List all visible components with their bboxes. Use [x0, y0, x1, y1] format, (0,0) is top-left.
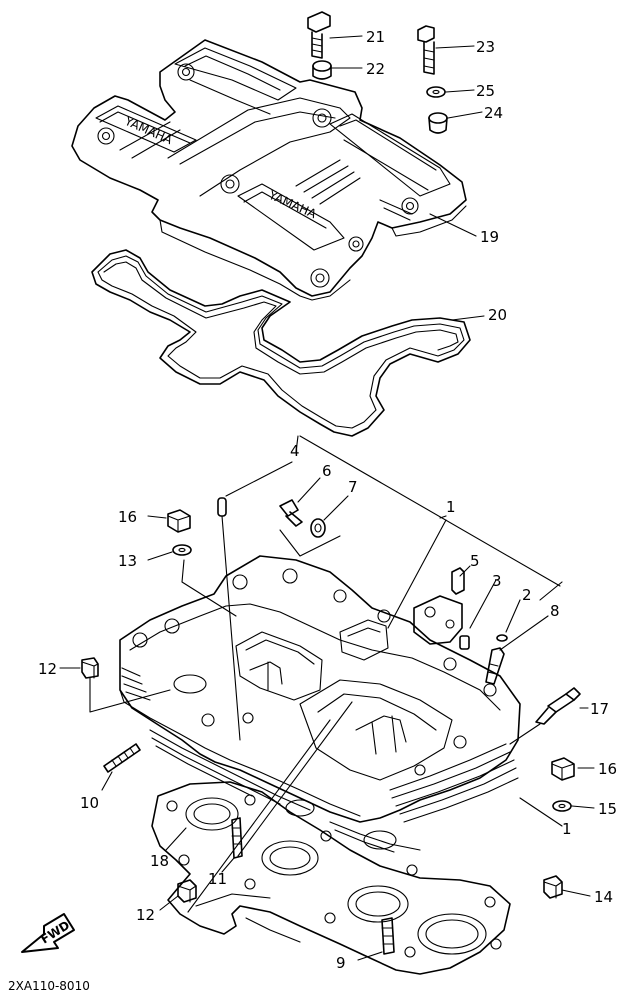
nut-12a [81, 657, 99, 679]
washer-13 [172, 544, 192, 556]
callouts: 21 22 23 25 24 19 20 4 6 7 1 16 13 5 3 2… [38, 28, 617, 972]
callout-7: 7 [348, 478, 358, 496]
cylinder-head-gasket [151, 781, 511, 975]
plug-3 [459, 635, 470, 650]
grommet-22 [312, 60, 332, 80]
cylinder-head [119, 555, 521, 853]
callout-6: 6 [322, 462, 332, 480]
nut-14 [543, 875, 563, 899]
callout-12b: 12 [136, 906, 155, 924]
callout-21: 21 [366, 28, 385, 46]
callout-17: 17 [590, 700, 609, 718]
callout-19: 19 [480, 228, 499, 246]
washer-25 [426, 86, 446, 98]
head-cover-gasket [91, 249, 471, 437]
collar-7 [310, 518, 326, 538]
cylinder-head-cover: YAMAHA YAMAHA [71, 39, 467, 301]
seal-2 [496, 634, 508, 642]
cap-nut-16b [551, 757, 575, 781]
callout-4: 4 [290, 442, 300, 460]
callout-11: 11 [208, 870, 227, 888]
washer-15 [552, 800, 572, 812]
bolt-23 [417, 25, 435, 75]
callout-8: 8 [550, 602, 560, 620]
callout-18: 18 [150, 852, 169, 870]
callout-5: 5 [470, 552, 480, 570]
screw-8 [485, 647, 505, 685]
callout-22: 22 [366, 60, 385, 78]
callout-15: 15 [598, 800, 617, 818]
dowel-pin-4 [217, 497, 227, 517]
spark-plug-17 [535, 687, 581, 725]
callout-2: 2 [522, 586, 532, 604]
callout-9: 9 [336, 954, 346, 972]
callout-16b: 16 [598, 760, 617, 778]
callout-10: 10 [80, 794, 99, 812]
callout-14: 14 [594, 888, 613, 906]
tensioner-5 [413, 567, 465, 645]
bolt-6 [279, 499, 303, 527]
callout-13: 13 [118, 552, 137, 570]
nut-12b [177, 879, 197, 903]
stud-10 [103, 743, 141, 773]
leader-lines [59, 35, 595, 961]
callout-1b: 1 [562, 820, 572, 838]
diagram-code: 2XA110-8010 [8, 979, 90, 993]
grommet-24 [428, 112, 448, 134]
engraving-right: YAMAHA [266, 188, 319, 222]
callout-23: 23 [476, 38, 495, 56]
callout-16a: 16 [118, 508, 137, 526]
callout-3: 3 [492, 572, 502, 590]
callout-1: 1 [446, 498, 456, 516]
callout-25: 25 [476, 82, 495, 100]
bolt-21 [307, 11, 331, 59]
callout-24: 24 [484, 104, 503, 122]
callout-20: 20 [488, 306, 507, 324]
callout-12a: 12 [38, 660, 57, 678]
stud-9 [381, 917, 395, 955]
fwd-arrow-icon: FWD [21, 913, 75, 953]
cap-nut-16a [167, 509, 191, 533]
